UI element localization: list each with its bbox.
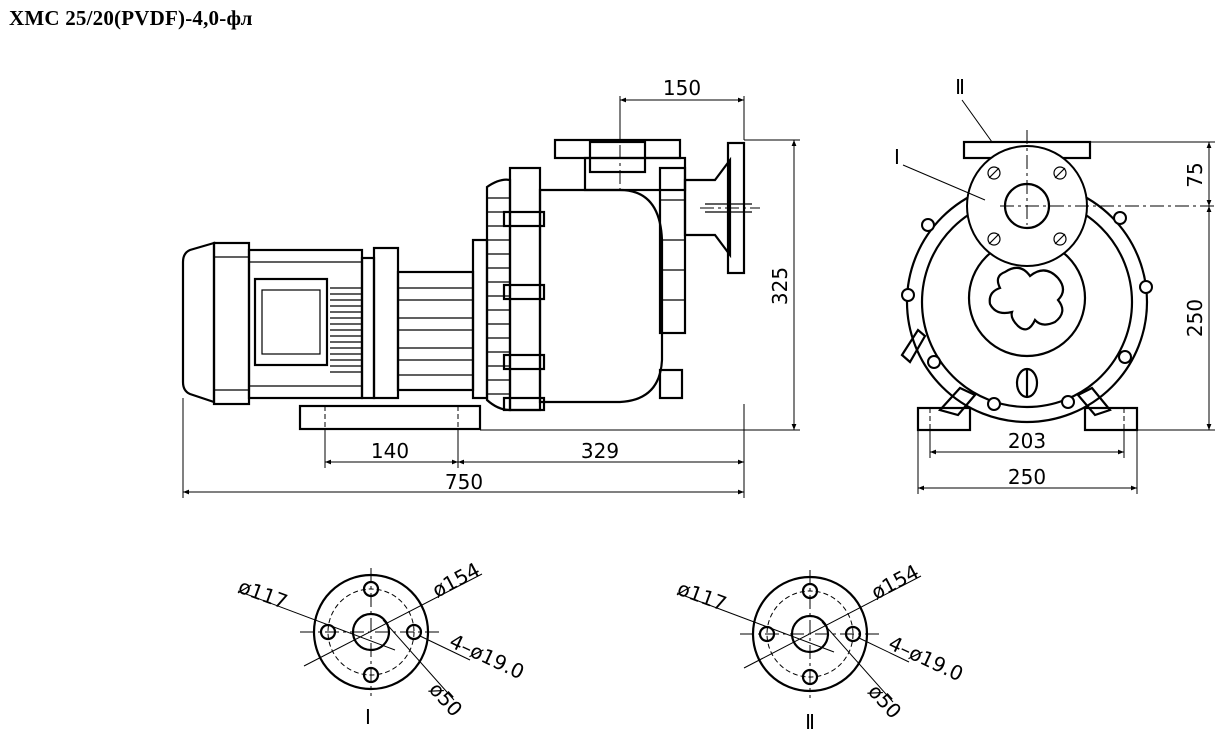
side-view: 150 325 140 329 750 — [181, 76, 800, 498]
dimension-250-width: 250 — [917, 430, 1138, 494]
flange-II-bore: ø50 — [863, 679, 906, 723]
dimension-750: 750 — [182, 398, 745, 498]
flange-II-detail: ø117 ø154 4–ø19.0 ø50 Ⅱ — [674, 560, 967, 734]
dim-250-height-label: 250 — [1183, 299, 1207, 337]
dim-325-label: 325 — [768, 267, 792, 305]
flange-I-outer-diameter: ø154 — [428, 558, 484, 603]
pump-drive-housing — [485, 166, 546, 412]
base-plate — [298, 404, 482, 431]
dim-250-width-label: 250 — [1008, 465, 1046, 489]
dim-150-label: 150 — [663, 76, 701, 100]
motor-fan-cover — [181, 241, 251, 406]
dimension-203: 203 — [929, 429, 1125, 458]
dim-750-label: 750 — [445, 470, 483, 494]
dimension-325: 325 — [744, 139, 800, 431]
flange-II-holes: 4–ø19.0 — [885, 631, 967, 686]
casing-bolts — [901, 211, 1153, 411]
flange-II-bolt-circle: ø117 — [674, 576, 730, 616]
pump-casing — [538, 138, 752, 404]
dimension-250-height: 250 — [1137, 206, 1215, 431]
flange-II-outer-diameter: ø154 — [867, 560, 923, 605]
flange-I-detail: ø117 ø154 4–ø19.0 ø50 I — [235, 558, 528, 729]
end-view: Ⅱ I 75 250 203 250 — [894, 75, 1215, 494]
dim-203-label: 203 — [1008, 429, 1046, 453]
dim-140-label: 140 — [371, 439, 409, 463]
coupling-bracket — [372, 238, 489, 400]
dim-329-label: 329 — [581, 439, 619, 463]
flange-I-bolt-circle: ø117 — [235, 574, 291, 614]
flange-I-holes: 4–ø19.0 — [446, 629, 528, 684]
dimension-150: 150 — [619, 76, 745, 140]
motor-body — [247, 248, 376, 400]
dimension-140-329: 140 329 — [324, 404, 745, 468]
dimension-75: 75 — [1090, 141, 1215, 206]
dim-75-label: 75 — [1183, 162, 1207, 187]
end-view-feet — [916, 386, 1139, 432]
flange-II-label: Ⅱ — [805, 710, 815, 734]
callout-II-label: Ⅱ — [955, 75, 965, 99]
drawing-title: ХМС 25/20(PVDF)-4,0-фл — [9, 6, 253, 30]
flange-I-bore: ø50 — [424, 677, 467, 721]
callout-I-label: I — [894, 145, 900, 169]
end-view-callouts: Ⅱ I — [894, 75, 993, 201]
flange-I-label: I — [365, 705, 371, 729]
